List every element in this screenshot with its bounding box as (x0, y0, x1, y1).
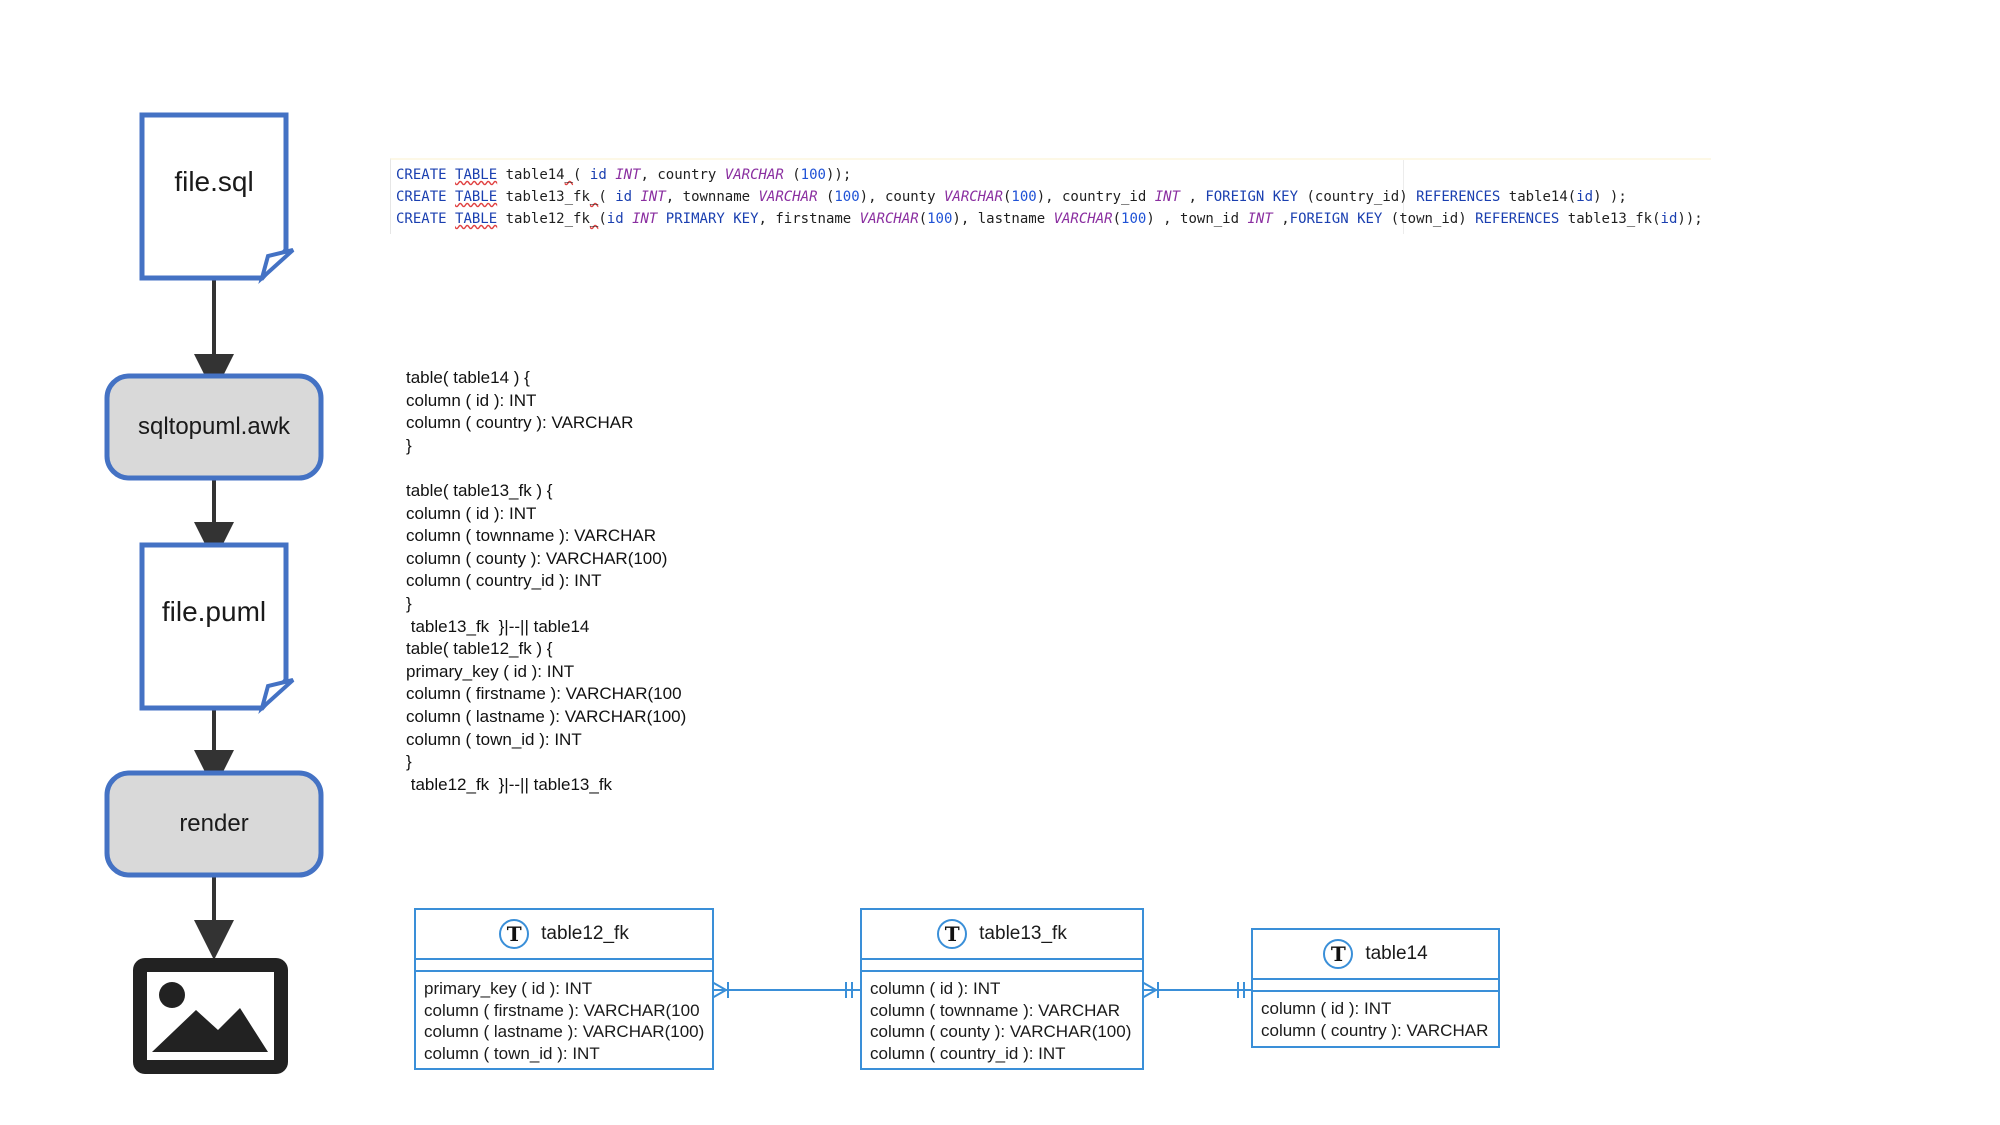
puml-text-block: table( table14 ) { column ( id ): INT co… (406, 367, 686, 796)
process-shape-render (104, 770, 324, 878)
document-fold-sql (258, 248, 295, 285)
sql-line-3: CREATE TABLE table12_fk_(id INT PRIMARY … (396, 211, 1703, 227)
entity-field: column ( lastname ): VARCHAR(100) (424, 1022, 705, 1041)
table-icon: T (1323, 939, 1354, 969)
puml-line: table( table12_fk ) { (406, 639, 553, 659)
entity-field: column ( country ): VARCHAR (1261, 1020, 1489, 1040)
puml-line: table12_fk }|--|| table13_fk (406, 774, 613, 794)
entity-field: column ( firstname ): VARCHAR(100 (424, 1000, 700, 1020)
entity-title: table13_fk (979, 923, 1067, 944)
puml-line: } (406, 593, 412, 613)
puml-line: table( table14 ) { (406, 368, 530, 387)
document-fold-puml (258, 678, 295, 715)
entity-field: column ( town_id ): INT (424, 1043, 600, 1063)
process-awk-label: sqltopuml.awk (137, 413, 291, 440)
process-render-label: render (179, 810, 249, 837)
puml-line: column ( country ): VARCHAR (406, 413, 634, 433)
puml-line: table13_fk }|--|| table14 (406, 616, 590, 636)
entity-field: column ( id ): INT (870, 979, 1001, 998)
puml-line: column ( townname ): VARCHAR (406, 526, 657, 546)
image-icon (133, 958, 288, 1074)
puml-line: } (406, 752, 412, 772)
entity-title: table14 (1365, 943, 1428, 964)
puml-line: } (406, 435, 412, 455)
puml-line: column ( county ): VARCHAR(100) (406, 548, 668, 568)
sql-code-block: CREATE TABLE table14_( id INT, country V… (390, 158, 1711, 234)
puml-line: column ( country_id ): INT (406, 571, 602, 591)
doc-file-puml-label: file.puml (161, 596, 267, 627)
puml-line: table( table13_fk ) { (406, 480, 553, 500)
table-icon: T (937, 919, 968, 949)
puml-line: column ( lastname ): VARCHAR(100) (406, 706, 687, 726)
entity-title: table12_fk (541, 923, 629, 944)
puml-line: primary_key ( id ): INT (406, 661, 575, 681)
puml-line: column ( id ): INT (406, 503, 537, 523)
sql-line-1: CREATE TABLE table14_( id INT, country V… (396, 167, 852, 183)
entity-field: column ( country_id ): INT (870, 1043, 1066, 1063)
entity-field: column ( id ): INT (1261, 999, 1392, 1018)
entity-field: column ( townname ): VARCHAR (870, 1000, 1121, 1020)
puml-line: column ( id ): INT (406, 390, 537, 410)
table-icon: T (499, 919, 530, 949)
doc-file-sql-label: file.sql (174, 166, 254, 197)
puml-line: column ( town_id ): INT (406, 729, 582, 749)
puml-line (406, 457, 686, 480)
sql-line-2: CREATE TABLE table13_fk_( id INT, townna… (396, 189, 1627, 205)
entity-field: primary_key ( id ): INT (424, 979, 593, 998)
puml-line: column ( firstname ): VARCHAR(100 (406, 684, 682, 704)
process-shape-awk (104, 373, 324, 481)
entity-field: column ( county ): VARCHAR(100) (870, 1022, 1132, 1041)
